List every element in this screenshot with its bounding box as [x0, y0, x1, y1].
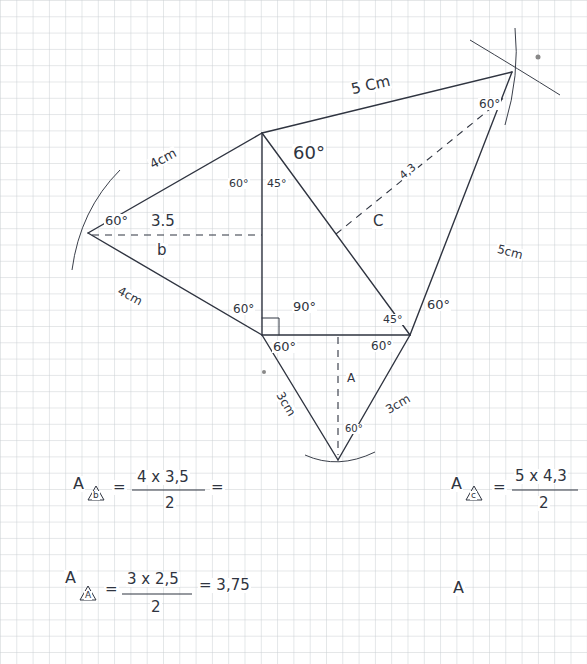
triangle-subscript — [88, 486, 104, 500]
height-label: A — [346, 372, 356, 384]
angle: 60° — [426, 298, 451, 311]
right-angle-mark — [262, 318, 279, 335]
angle: 60° — [272, 340, 297, 353]
arc — [505, 28, 516, 125]
angle: 60° — [104, 214, 129, 227]
height-label: b — [156, 243, 168, 258]
dot — [536, 55, 541, 60]
angle: 45° — [382, 314, 404, 325]
fraction-bar — [122, 593, 192, 594]
fraction-bars — [80, 486, 578, 600]
edge-line — [410, 72, 512, 335]
formula-text: = — [104, 582, 119, 597]
dashed-height — [337, 337, 338, 455]
formula-text: = 3,75 — [198, 578, 251, 593]
formula-subscript: c — [470, 491, 477, 500]
edge-line — [261, 133, 262, 335]
formula-text: 2 — [538, 496, 550, 511]
edge-line — [262, 334, 410, 335]
triangle-subscript — [80, 586, 96, 600]
angle: 60° — [370, 340, 393, 352]
edge-line — [88, 133, 262, 233]
formula-text: A — [452, 580, 465, 596]
formula-text: = — [210, 480, 225, 495]
formula-text: A — [72, 476, 85, 492]
formula-subscript: A — [84, 591, 92, 600]
formula-text: = — [112, 480, 127, 495]
fraction-bar — [132, 489, 205, 490]
formula-text: 2 — [164, 496, 176, 511]
angle: 60° — [292, 144, 326, 162]
formula-text: 5 x 4,3 — [514, 469, 568, 484]
angle: 60° — [232, 303, 255, 315]
formula-text: 2 — [150, 600, 162, 615]
edge-line — [88, 233, 262, 335]
formula-text: 4 x 3,5 — [136, 470, 190, 485]
arc — [305, 452, 375, 462]
formula-text: = — [492, 480, 507, 495]
figure-lines — [88, 72, 512, 460]
formula-text: 3 x 2,5 — [126, 572, 180, 587]
fraction-bar — [512, 489, 578, 490]
dot — [262, 370, 266, 374]
arc — [470, 40, 560, 95]
dimension: 3.5 — [150, 214, 176, 229]
angle: 60° — [344, 424, 364, 434]
angle: 90° — [292, 300, 317, 313]
height-label: C — [372, 214, 384, 229]
formula-text: A — [450, 476, 463, 492]
angle: 45° — [266, 178, 288, 189]
compass-arcs — [72, 28, 560, 462]
edge-line — [262, 72, 512, 133]
dashed-height — [336, 96, 506, 234]
edge-line — [262, 335, 338, 460]
formula-text: A — [64, 570, 77, 586]
dashed-height — [92, 234, 262, 235]
triangle-subscript — [466, 486, 482, 500]
angle: 60° — [228, 178, 250, 189]
height-lines — [92, 96, 506, 455]
angle: 60° — [478, 98, 501, 110]
formula-subscript: b — [92, 491, 100, 500]
